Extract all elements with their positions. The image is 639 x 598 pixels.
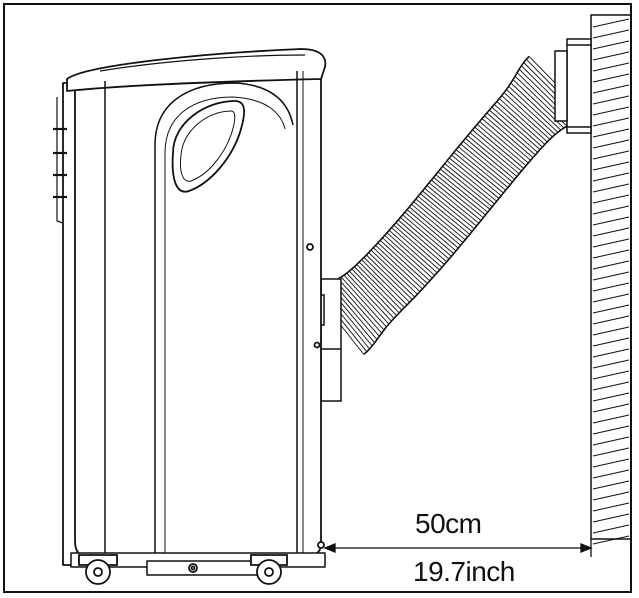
hose-rib — [428, 182, 480, 224]
hose-rib — [391, 227, 440, 271]
hose-rib — [420, 193, 471, 235]
hose-rib — [417, 195, 468, 238]
hose-rib — [433, 177, 484, 219]
hose-rib — [384, 234, 433, 279]
hose-rib — [343, 274, 390, 325]
hose-rib — [424, 187, 475, 230]
hose-rib — [382, 237, 431, 282]
hose-rib — [449, 157, 500, 199]
hose-rib — [351, 268, 397, 316]
portable-ac-unit — [53, 48, 327, 576]
hose-rib — [465, 138, 515, 180]
hose-rib — [453, 152, 504, 194]
hose-rib — [435, 174, 486, 216]
hose-rib — [479, 121, 529, 164]
hose-rib — [409, 206, 459, 249]
hose-outline — [313, 55, 530, 293]
hose-rib — [337, 278, 385, 331]
hose-rib — [361, 259, 408, 306]
hose-rib — [370, 249, 418, 295]
hose-rib — [508, 85, 559, 133]
hose-rib — [366, 254, 413, 300]
hose-rib — [422, 190, 473, 232]
hose-rib — [377, 242, 426, 287]
hose-rib — [446, 160, 497, 202]
diagram-frame: 50cm 19.7inch — [3, 3, 632, 593]
hose-rib — [393, 224, 443, 268]
hose-rib — [397, 219, 447, 263]
hose-rib — [395, 222, 445, 265]
installation-diagram — [53, 14, 630, 585]
hose-rib — [388, 229, 438, 274]
hose-rib — [496, 101, 546, 145]
hose-rib — [474, 126, 524, 169]
hose-rib — [406, 209, 457, 252]
exhaust-hose — [313, 55, 586, 356]
hose-rib — [444, 163, 495, 205]
hose-rib — [503, 92, 553, 138]
hose-rib — [469, 132, 520, 175]
hose-rib — [484, 115, 534, 158]
hose-rib — [400, 217, 450, 260]
hose-rib — [494, 104, 543, 148]
hose-rib — [415, 198, 466, 241]
hose-rib — [334, 280, 383, 334]
hose-rib — [498, 98, 548, 143]
hose-rib — [451, 154, 502, 197]
hose-rib — [372, 247, 421, 292]
hose-outline — [363, 113, 586, 356]
hose-rib — [472, 129, 522, 172]
hose-rib — [481, 118, 531, 161]
hose-rib — [510, 82, 562, 131]
hose-rib — [460, 143, 511, 186]
hose-rib — [354, 266, 400, 314]
distance-imperial-label: 19.7inch — [413, 556, 515, 587]
hose-rib — [426, 185, 477, 227]
wall — [590, 14, 630, 545]
hose-rib — [491, 106, 541, 150]
hose-rib — [458, 146, 509, 188]
hose-rib — [442, 166, 493, 208]
hose-rib — [455, 149, 506, 191]
louvers — [53, 127, 67, 199]
hose-rib — [437, 171, 488, 213]
distance-metric-label: 50cm — [415, 508, 482, 539]
hose-rib — [462, 140, 513, 183]
wall-hatch — [592, 18, 630, 545]
hose-rib — [486, 112, 536, 156]
hose-rib — [340, 276, 387, 328]
hose-rib — [386, 232, 435, 276]
hose-rib — [411, 203, 461, 246]
hose-rib — [476, 123, 527, 167]
hose-rib — [506, 89, 556, 135]
hose-rib — [489, 109, 538, 153]
hose-rib — [467, 135, 518, 177]
hose-rib — [402, 214, 452, 257]
caster-wheel — [78, 554, 288, 585]
dimension-arrow — [323, 539, 593, 557]
hose-rib — [404, 211, 454, 254]
hose-rib — [440, 168, 491, 210]
hose-rib — [363, 257, 410, 303]
hose-rib — [368, 252, 416, 298]
hose-rib — [431, 179, 482, 221]
hose-rib — [356, 264, 403, 311]
hose-rib — [379, 239, 428, 284]
hose-rib — [501, 95, 551, 140]
hose-rib — [346, 272, 392, 322]
hose-rib — [375, 244, 423, 290]
wall-adapter — [554, 38, 592, 134]
hose-rib — [348, 270, 395, 319]
hose-rib — [413, 201, 464, 243]
hose-rib — [358, 261, 405, 308]
